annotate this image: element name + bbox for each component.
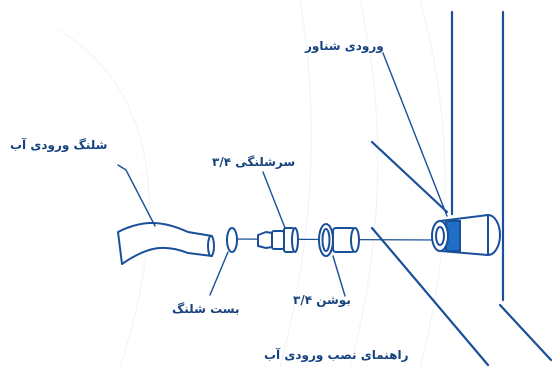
leader-hose-clamp — [209, 251, 229, 296]
leader-hose-nozzle — [262, 171, 286, 229]
label-bushing: بوشن ۳/۴ — [293, 293, 351, 307]
inlet-hose — [117, 221, 215, 265]
label-inlet-hose: شلنگ ورودی آب — [10, 138, 108, 152]
leader-inlet-hose — [117, 164, 156, 227]
leader-float-inlet — [382, 52, 448, 217]
label-hose-clamp: بست شلنگ — [172, 302, 240, 316]
leader-bushing — [332, 255, 346, 297]
diagonal-line-upper — [370, 140, 449, 214]
float-inlet-fitting — [431, 213, 501, 257]
label-hose-nozzle: سرشلنگی ۳/۴ — [212, 155, 296, 169]
hose-nozzle-part — [257, 227, 299, 253]
diagonal-line-right — [498, 303, 553, 362]
label-float-inlet: ورودی شناور — [305, 39, 384, 53]
diagonal-line-lower — [370, 226, 490, 367]
hose-clamp-part — [226, 227, 238, 253]
background-arcs — [59, 0, 446, 367]
diagram-caption: راهنمای نصب ورودی آب — [264, 348, 409, 362]
bushing-part — [318, 223, 360, 257]
